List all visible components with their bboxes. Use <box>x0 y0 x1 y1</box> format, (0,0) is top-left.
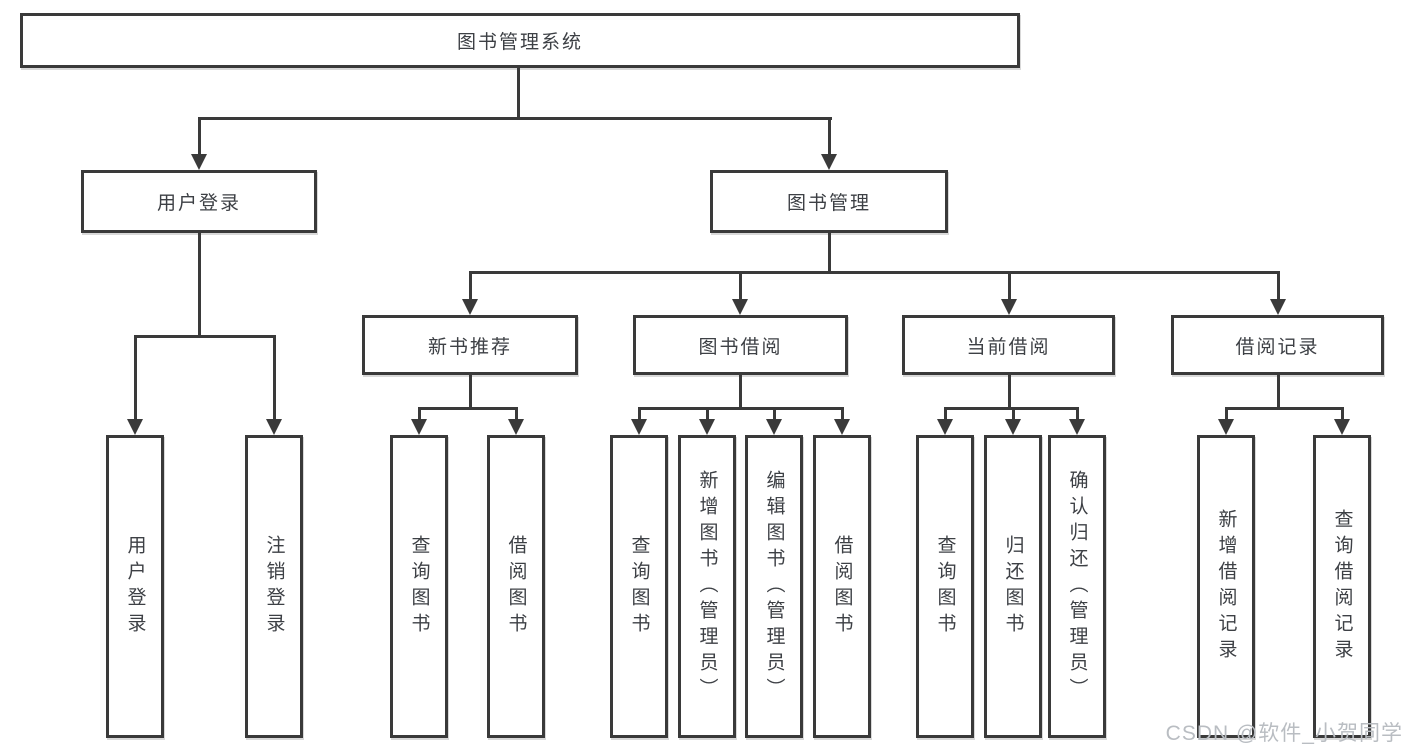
leaf-label: 归还图书 <box>1002 534 1024 639</box>
arrow-down-icon <box>1270 299 1286 315</box>
node-book-borrow: 图书借阅 <box>633 315 848 375</box>
arrow-down-icon <box>462 299 478 315</box>
connector-root-stem <box>517 68 520 117</box>
connector-book-borrow-stem <box>739 375 742 407</box>
leaf-query-borrow-record: 查询借阅记录 <box>1313 435 1371 738</box>
connector-to-book-borrow <box>739 271 742 299</box>
arrow-down-icon <box>699 419 715 435</box>
node-new-book-recommend: 新书推荐 <box>362 315 578 375</box>
node-book-management: 图书管理 <box>710 170 948 233</box>
connector-leaf <box>1076 407 1079 419</box>
arrow-down-icon <box>191 154 207 170</box>
leaf-edit-books-admin: 编辑图书（管理员） <box>745 435 803 738</box>
connector-leaf <box>773 407 776 419</box>
node-label: 图书管理 <box>786 193 871 214</box>
connector-book-management-stem <box>828 233 831 271</box>
leaf-query-books-newbook: 查询图书 <box>390 435 448 738</box>
leaf-label: 查询图书 <box>408 534 430 639</box>
connector-book-management-rail <box>469 271 1280 274</box>
connector-book-borrow-rail <box>638 407 844 410</box>
connector-leaf <box>841 407 844 419</box>
arrow-down-icon <box>127 419 143 435</box>
leaf-add-borrow-record: 新增借阅记录 <box>1197 435 1255 738</box>
connector-current-borrow-stem <box>1008 375 1011 407</box>
leaf-return-books: 归还图书 <box>984 435 1042 738</box>
connector-user-login-rail <box>134 335 276 338</box>
arrow-down-icon <box>1218 419 1234 435</box>
connector-to-leaf-user-login <box>134 335 137 419</box>
connector-leaf <box>1225 407 1228 419</box>
connector-borrow-records-stem <box>1277 375 1280 407</box>
leaf-label: 确认归还（管理员） <box>1066 469 1088 704</box>
leaf-user-login: 用户登录 <box>106 435 164 738</box>
leaf-label: 编辑图书（管理员） <box>763 469 785 704</box>
arrow-down-icon <box>766 419 782 435</box>
node-root-library-system: 图书管理系统 <box>20 13 1020 68</box>
leaf-label: 查询借阅记录 <box>1331 508 1353 665</box>
arrow-down-icon <box>834 419 850 435</box>
connector-to-leaf-logout <box>273 335 276 419</box>
leaf-borrow-books-newbook: 借阅图书 <box>487 435 545 738</box>
arrow-down-icon <box>631 419 647 435</box>
arrow-down-icon <box>1069 419 1085 435</box>
connector-to-book-management <box>828 117 831 155</box>
leaf-label: 注销登录 <box>263 534 285 639</box>
connector-root-rail <box>198 117 832 120</box>
arrow-down-icon <box>508 419 524 435</box>
arrow-down-icon <box>411 419 427 435</box>
leaf-label: 查询图书 <box>934 534 956 639</box>
leaf-borrow-books: 借阅图书 <box>813 435 871 738</box>
arrow-down-icon <box>1334 419 1350 435</box>
arrow-down-icon <box>732 299 748 315</box>
arrow-down-icon <box>821 154 837 170</box>
leaf-confirm-return-admin: 确认归还（管理员） <box>1048 435 1106 738</box>
connector-new-book-rail <box>418 407 518 410</box>
connector-to-current-borrow <box>1008 271 1011 299</box>
leaf-label: 新增借阅记录 <box>1215 508 1237 665</box>
connector-leaf <box>944 407 947 419</box>
arrow-down-icon <box>937 419 953 435</box>
leaf-label: 借阅图书 <box>831 534 853 639</box>
connector-new-book-stem <box>469 375 472 407</box>
connector-borrow-records-rail <box>1225 407 1343 410</box>
connector-to-new-book <box>469 271 472 299</box>
node-label: 当前借阅 <box>966 336 1051 358</box>
leaf-logout: 注销登录 <box>245 435 303 738</box>
arrow-down-icon <box>266 419 282 435</box>
node-user-login: 用户登录 <box>81 170 317 233</box>
leaf-label: 用户登录 <box>124 534 146 639</box>
leaf-query-books-current: 查询图书 <box>916 435 974 738</box>
leaf-label: 查询图书 <box>628 534 650 639</box>
connector-to-borrow-records <box>1277 271 1280 299</box>
node-label: 图书借阅 <box>698 336 783 358</box>
node-current-borrow: 当前借阅 <box>902 315 1115 375</box>
arrow-down-icon <box>1005 419 1021 435</box>
node-label: 借阅记录 <box>1235 336 1320 358</box>
connector-leaf <box>1012 407 1015 419</box>
leaf-label: 新增图书（管理员） <box>696 469 718 704</box>
node-label: 用户登录 <box>156 193 241 214</box>
connector-leaf <box>706 407 709 419</box>
node-borrow-records: 借阅记录 <box>1171 315 1384 375</box>
node-label: 图书管理系统 <box>456 32 583 53</box>
leaf-query-books-borrow: 查询图书 <box>610 435 668 738</box>
leaf-label: 借阅图书 <box>505 534 527 639</box>
connector-leaf <box>418 407 421 419</box>
connector-user-login-stem <box>198 233 201 335</box>
connector-leaf <box>515 407 518 419</box>
connector-current-borrow-rail <box>944 407 1079 410</box>
connector-leaf <box>638 407 641 419</box>
connector-to-user-login <box>198 117 201 155</box>
node-label: 新书推荐 <box>427 336 512 358</box>
arrow-down-icon <box>1001 299 1017 315</box>
csdn-watermark: CSDN @软件_小贺同学 <box>1165 722 1403 745</box>
connector-leaf <box>1341 407 1344 419</box>
leaf-add-books-admin: 新增图书（管理员） <box>678 435 736 738</box>
